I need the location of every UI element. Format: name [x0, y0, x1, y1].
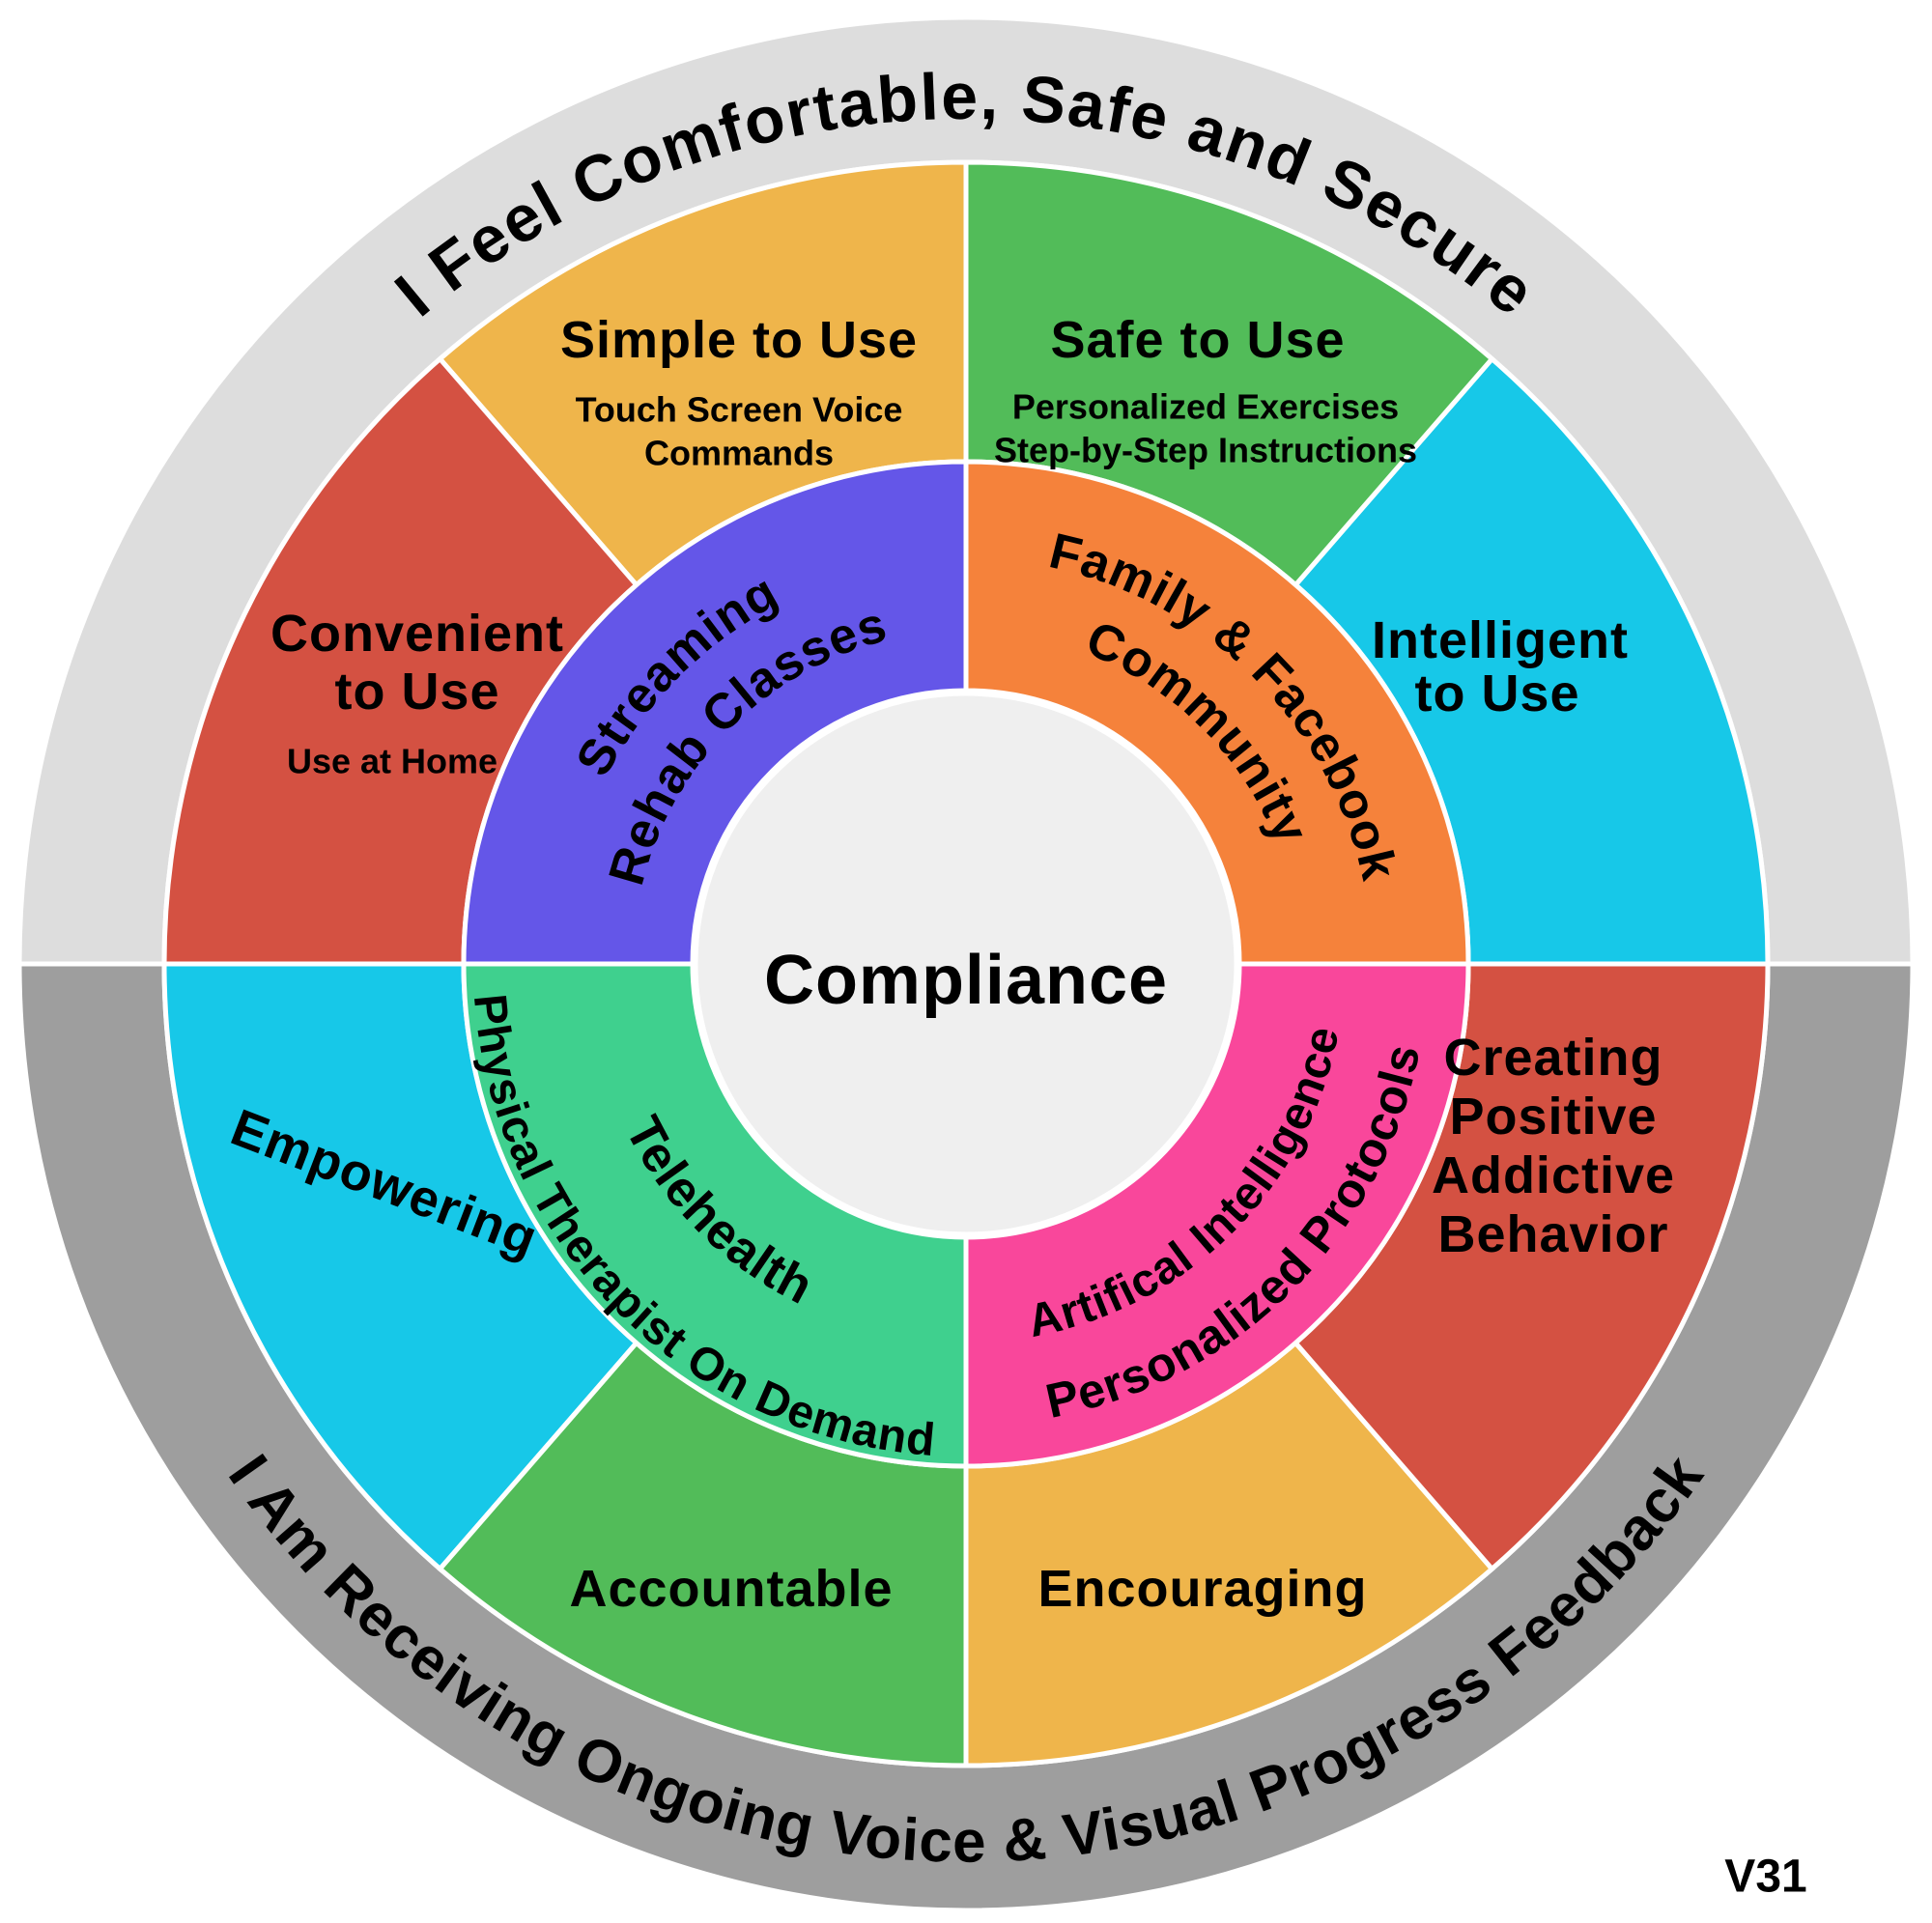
encouraging-title-label: Encouraging [1037, 1560, 1367, 1618]
creating-title1-label: Creating [1443, 1029, 1662, 1087]
accountable-title-label: Accountable [569, 1560, 893, 1618]
center-title-label: Compliance [764, 942, 1168, 1019]
quadrant-family-facebook-community [963, 459, 1471, 967]
center-circle [693, 691, 1239, 1237]
creating-title4-label: Behavior [1437, 1205, 1668, 1263]
quadrant-streaming-rehab-classes [461, 459, 969, 967]
intelligent-title1-label: Intelligent [1372, 611, 1629, 669]
convenient-subtitle-label: Use at Home [287, 742, 497, 781]
convenient-title1-label: Convenient [270, 605, 564, 663]
safe-subtitle1-label: Personalized Exercises [1012, 387, 1399, 427]
simple-title-label: Simple to Use [560, 311, 918, 369]
convenient-title2-label: to Use [334, 663, 499, 721]
creating-title2-label: Positive [1449, 1088, 1657, 1145]
safe-subtitle2-label: Step-by-Step Instructions [994, 431, 1417, 470]
simple-subtitle1-label: Touch Screen Voice [576, 390, 903, 430]
version-label: V31 [1724, 1852, 1806, 1903]
simple-subtitle2-label: Commands [644, 434, 834, 473]
intelligent-title2-label: to Use [1414, 665, 1579, 722]
quadrant-artificial-intelligence [963, 961, 1471, 1469]
quadrant-telehealth [461, 961, 969, 1469]
safe-title-label: Safe to Use [1050, 311, 1345, 369]
creating-title3-label: Addictive [1432, 1146, 1675, 1204]
